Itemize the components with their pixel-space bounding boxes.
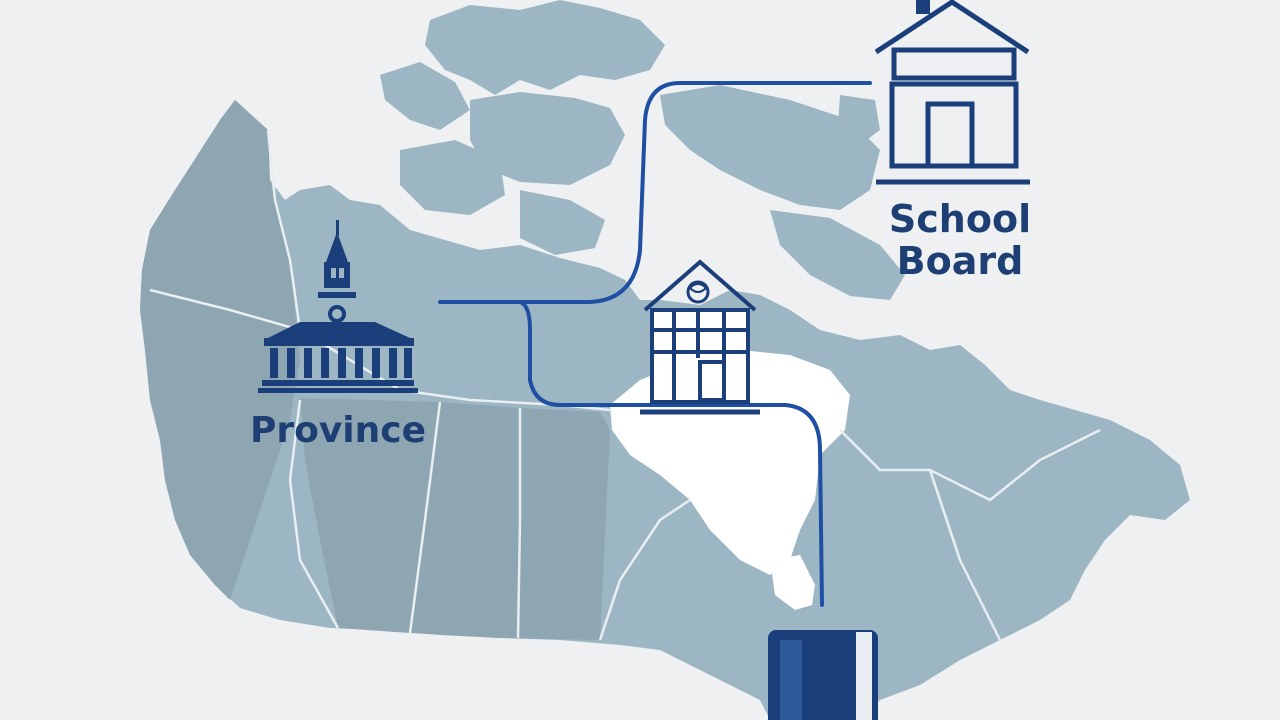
province-label: Province xyxy=(250,410,426,451)
james-bay xyxy=(770,555,815,610)
border-line xyxy=(408,401,442,634)
border-line xyxy=(839,428,1101,502)
arctic-island xyxy=(470,92,625,185)
arctic-island xyxy=(838,95,880,145)
binder-icon xyxy=(768,630,878,720)
border-line xyxy=(516,408,522,639)
connector-lines xyxy=(438,81,872,607)
arctic-island xyxy=(400,140,505,215)
arctic-island xyxy=(380,62,470,130)
border-line xyxy=(598,498,691,641)
prairie-region-shade xyxy=(300,398,610,640)
school-board-house-icon xyxy=(874,0,1030,185)
arctic-islands xyxy=(380,0,905,300)
connector-to-province xyxy=(518,300,824,607)
school-building-icon xyxy=(640,259,760,415)
school-board-label-line1: School xyxy=(889,197,1031,241)
arctic-island xyxy=(770,210,905,300)
arctic-island xyxy=(520,190,605,255)
province-building-icon xyxy=(258,220,418,393)
arctic-island xyxy=(660,85,880,210)
border-line xyxy=(928,469,1002,641)
border-line xyxy=(288,399,340,629)
western-region-shade xyxy=(140,100,300,600)
connector-school-board xyxy=(438,81,872,304)
border-line xyxy=(266,129,302,331)
school-board-label-line2: Board xyxy=(897,239,1024,283)
arctic-island xyxy=(425,0,665,95)
